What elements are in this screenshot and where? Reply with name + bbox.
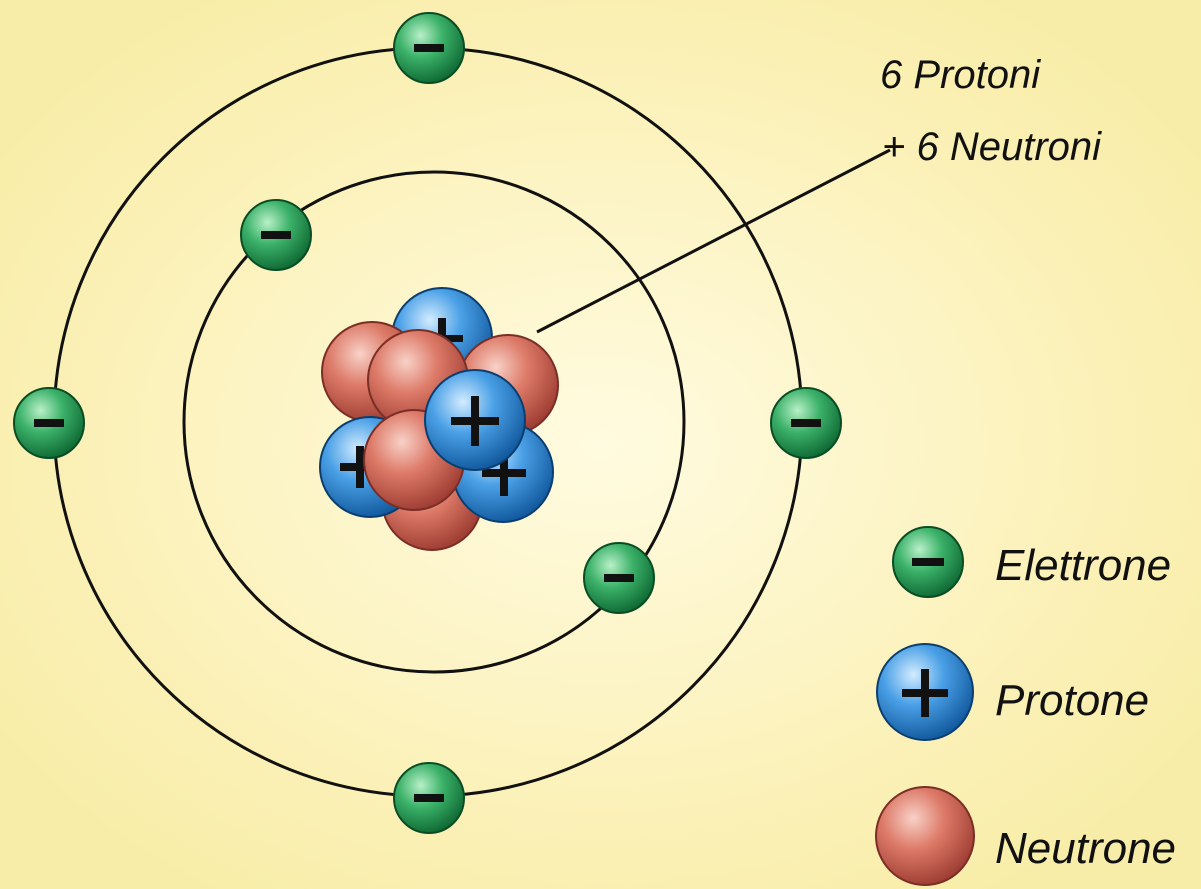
annotation-pointer-line <box>536 148 891 334</box>
electron <box>13 387 85 459</box>
electron <box>393 12 465 84</box>
annotation-protons: 6 Protoni <box>880 53 1041 97</box>
nucleus <box>319 287 559 551</box>
legend-proton-swatch <box>876 643 974 741</box>
legend-proton-label: Protone <box>995 676 1149 725</box>
electron <box>583 542 655 614</box>
inner-orbit <box>182 170 686 674</box>
electron <box>770 387 842 459</box>
legend-neutron-label: Neutrone <box>995 824 1176 873</box>
legend: Elettrone Protone Neutrone <box>875 526 1176 886</box>
annotation-neutrons: + 6 Neutroni <box>882 125 1102 169</box>
electron <box>240 199 312 271</box>
legend-electron-label: Elettrone <box>995 541 1171 590</box>
legend-neutron-swatch <box>875 786 975 886</box>
proton <box>424 369 526 471</box>
electron <box>393 762 465 834</box>
legend-electron-swatch <box>892 526 964 598</box>
